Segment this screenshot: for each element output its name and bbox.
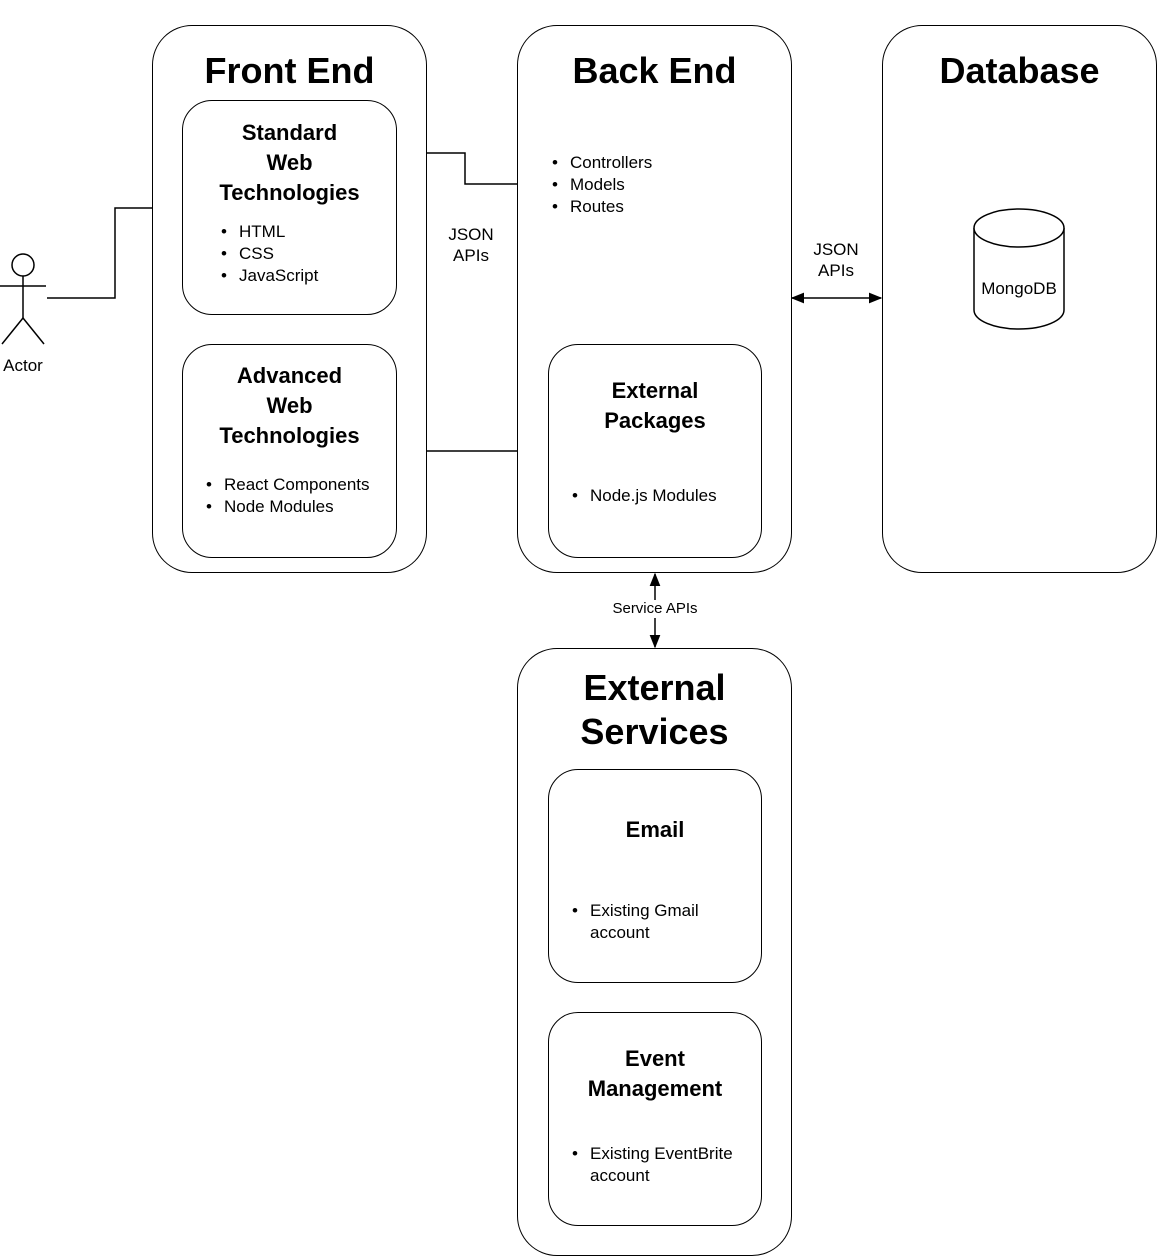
list-item: Node Modules [202, 496, 370, 518]
list-item: HTML [217, 221, 318, 243]
database-cylinder-icon [973, 208, 1065, 330]
event-management-list: Existing EventBrite account [568, 1143, 758, 1187]
json-apis-front-label: JSON APIs [448, 225, 494, 265]
list-item: Node.js Modules [568, 485, 717, 507]
service-apis-label: Service APIs [600, 600, 710, 618]
email-title: Email [625, 817, 685, 842]
back-end-list: Controllers Models Routes [548, 152, 652, 218]
email-box: Email Existing Gmail account [548, 769, 762, 983]
external-services-title: External Services [580, 667, 729, 752]
actor-label: Actor [3, 356, 43, 375]
standard-web-tech-box: Standard Web Technologies HTML CSS JavaS… [182, 100, 397, 315]
list-item: Routes [548, 196, 652, 218]
standard-web-tech-title: Standard Web Technologies [219, 120, 360, 205]
advanced-web-tech-box: Advanced Web Technologies React Componen… [182, 344, 397, 558]
email-list: Existing Gmail account [568, 900, 728, 944]
database-title: Database [939, 50, 1100, 91]
json-apis-db-label: JSON APIs [813, 240, 859, 280]
external-packages-box: External Packages Node.js Modules [548, 344, 762, 558]
list-item: Controllers [548, 152, 652, 174]
standard-web-tech-list: HTML CSS JavaScript [217, 221, 318, 287]
back-end-title: Back End [572, 50, 737, 91]
front-end-title: Front End [204, 50, 375, 91]
list-item: React Components [202, 474, 370, 496]
actor-icon [0, 253, 46, 345]
list-item: Models [548, 174, 652, 196]
actor-to-standard-arrow [47, 202, 184, 299]
list-item: CSS [217, 243, 318, 265]
advanced-web-tech-title: Advanced Web Technologies [219, 363, 360, 448]
list-item: Existing Gmail account [568, 900, 728, 944]
list-item: JavaScript [217, 265, 318, 287]
list-item: Existing EventBrite account [568, 1143, 758, 1187]
backend-to-standard-arrow [396, 147, 535, 185]
external-packages-list: Node.js Modules [568, 485, 717, 507]
event-management-title: Event Management [587, 1046, 723, 1101]
external-packages-title: External Packages [604, 378, 706, 433]
advanced-web-tech-list: React Components Node Modules [202, 474, 370, 518]
mongodb-label: MongoDB [981, 279, 1057, 298]
event-management-box: Event Management Existing EventBrite acc… [548, 1012, 762, 1226]
